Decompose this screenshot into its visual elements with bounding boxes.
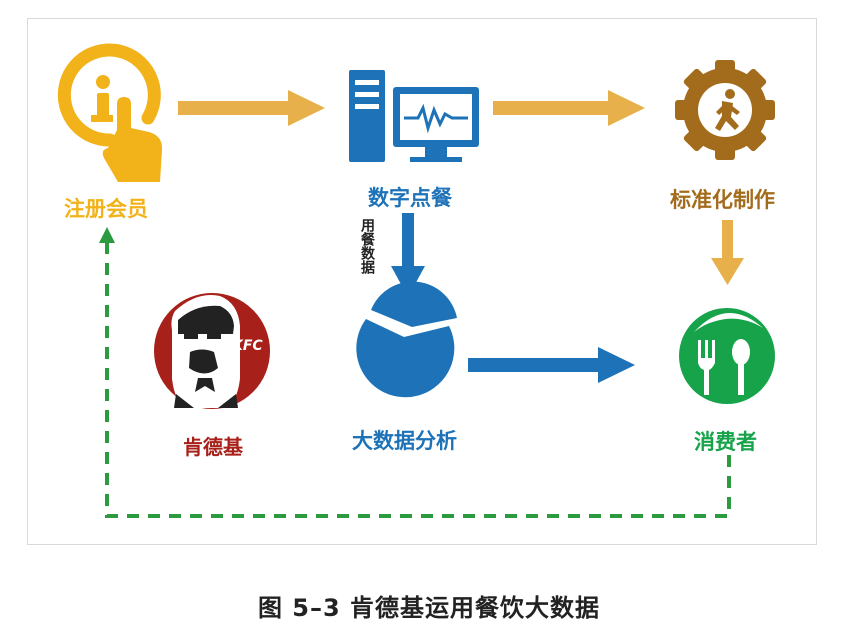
- node-register-label: 注册会员: [64, 197, 148, 221]
- kfc-logo-text: KFC: [232, 338, 263, 354]
- arrow-analysis-to-consumer: [468, 347, 635, 383]
- gear-icon: [675, 60, 775, 160]
- node-digital-order-label: 数字点餐: [368, 186, 452, 210]
- arrow-standardized-to-consumer: [711, 220, 744, 285]
- arrow-order-to-analysis: [391, 213, 425, 297]
- node-standardized-label: 标准化制作: [670, 188, 775, 212]
- pie-chart-icon: [356, 281, 457, 398]
- dashed-feedback-loop: [105, 240, 731, 518]
- fork-spoon-icon: [679, 308, 775, 404]
- node-kfc-label: 肯德基: [183, 435, 243, 459]
- arrow-register-to-order: [178, 90, 325, 126]
- node-consumer-label: 消费者: [694, 430, 757, 454]
- running-person-icon: [715, 89, 740, 131]
- node-analysis-label: 大数据分析: [352, 429, 457, 453]
- edge-label-meal-data: 用餐数据: [359, 218, 375, 274]
- dashed-loop-arrowhead: [99, 227, 115, 243]
- arrow-order-to-standardized: [493, 90, 645, 126]
- computer-icon: [349, 70, 479, 162]
- info-hand-icon: [57, 43, 163, 182]
- kfc-logo: [154, 293, 270, 409]
- figure-caption: 图 5–3 肯德基运用餐饮大数据: [257, 594, 601, 622]
